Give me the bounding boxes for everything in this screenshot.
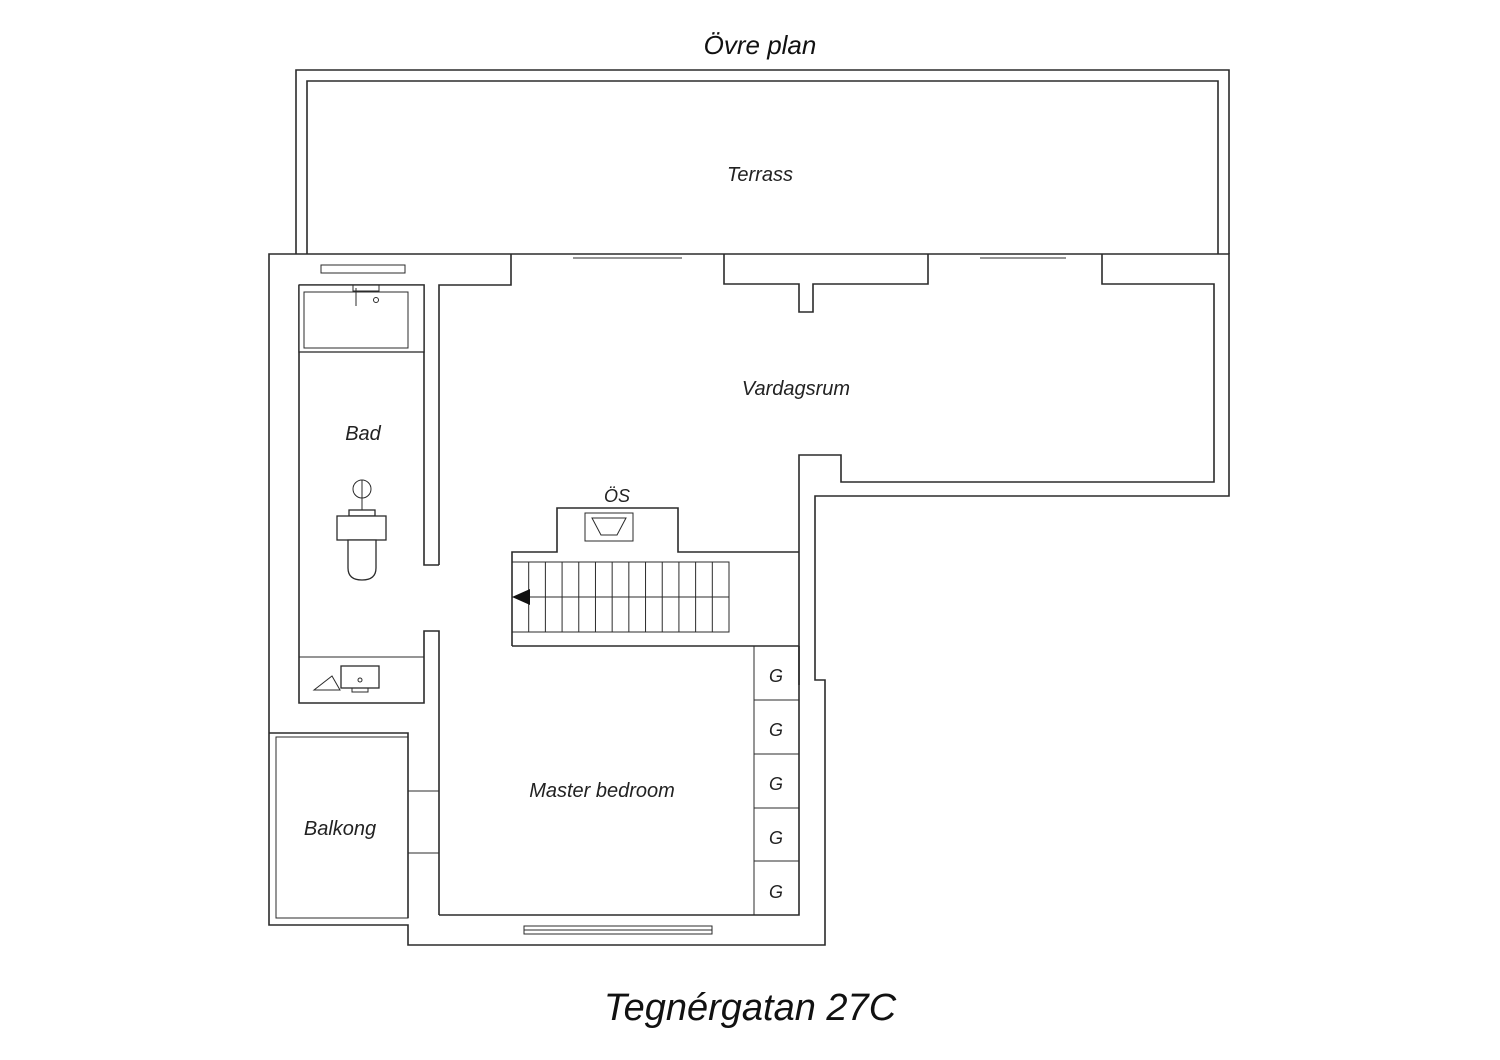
toilet-icon <box>336 479 387 581</box>
wardrobe-label: G <box>769 774 783 794</box>
plan-header: Övre plan <box>704 30 817 60</box>
wardrobe-stack: G G G G G <box>753 645 800 916</box>
room-label-living: Vardagsrum <box>742 378 850 400</box>
staircase <box>511 507 799 647</box>
washer-icon <box>312 665 380 693</box>
exterior-walls <box>268 253 1230 946</box>
wardrobe-label: G <box>769 882 783 902</box>
room-label-storage: ÖS <box>604 486 630 506</box>
wardrobe-label: G <box>769 720 783 740</box>
bathroom <box>298 264 440 915</box>
room-label-bedroom: Master bedroom <box>529 780 675 802</box>
wardrobe-label: G <box>769 828 783 848</box>
plan-footer: Tegnérgatan 27C <box>604 987 897 1029</box>
room-label-balcony: Balkong <box>304 818 376 840</box>
terrace <box>295 69 1230 254</box>
balcony <box>269 732 440 919</box>
room-label-terrace: Terrass <box>727 164 793 186</box>
wardrobe-label: G <box>769 666 783 686</box>
stair-arrow-icon <box>512 589 530 605</box>
bathtub-icon <box>298 284 425 353</box>
room-label-bath: Bad <box>345 423 381 445</box>
